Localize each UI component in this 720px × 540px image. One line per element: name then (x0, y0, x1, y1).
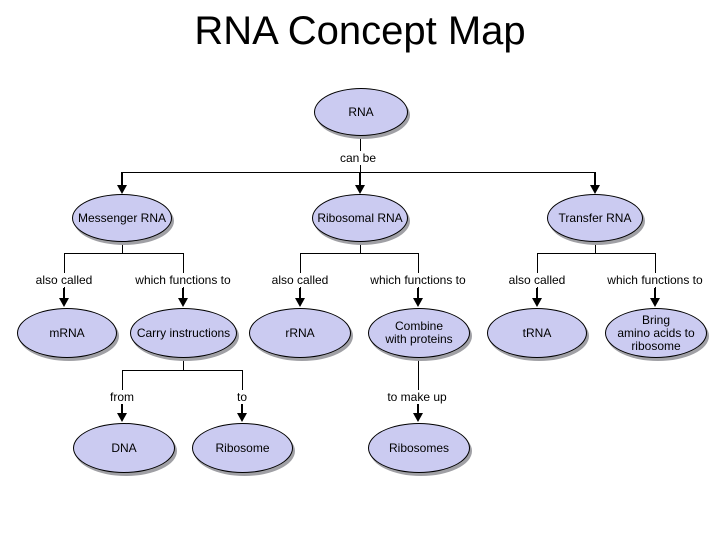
arrowhead (413, 298, 423, 307)
connector-line (122, 242, 123, 254)
node-mrna: mRNA (17, 308, 117, 358)
connector-line (64, 253, 184, 254)
arrowhead (59, 298, 69, 307)
node-ribosome: Ribosome (192, 423, 293, 473)
arrowhead (178, 298, 188, 307)
connector-line (537, 253, 656, 254)
connector-line (594, 172, 596, 186)
arrowhead (413, 413, 423, 422)
connector-line (183, 358, 184, 370)
node-dna: DNA (73, 423, 175, 473)
edge-label-also-called: also called (505, 273, 569, 287)
connector-line (595, 242, 596, 254)
edge-label-from: from (107, 390, 137, 404)
node-ribosomal-rna: Ribosomal RNA (312, 194, 408, 242)
edge-label-also-called: also called (268, 273, 332, 287)
connector-line (417, 288, 419, 300)
arrowhead (355, 185, 365, 194)
node-combine-with-proteins: Combine with proteins (368, 308, 470, 358)
edge-label-which-functions-to: which functions to (132, 273, 234, 287)
connector-line (183, 253, 184, 289)
node-bring-amino-acids: Bring amino acids to ribosome (605, 308, 707, 358)
arrowhead (295, 298, 305, 307)
arrowhead (237, 413, 247, 422)
connector-line (418, 358, 419, 391)
node-ribosomes: Ribosomes (368, 423, 470, 473)
connector-line (417, 404, 419, 414)
connector-line (121, 172, 123, 186)
connector-line (300, 253, 419, 254)
node-trna: tRNA (487, 308, 587, 358)
arrowhead (590, 185, 600, 194)
node-messenger-rna: Messenger RNA (72, 194, 172, 242)
node-carry-instructions: Carry instructions (130, 308, 237, 358)
connector-line (360, 242, 361, 254)
connector-line (418, 253, 419, 289)
connector-line (359, 172, 361, 186)
connector-line (299, 288, 301, 300)
node-rna: RNA (314, 88, 408, 136)
connector-line (654, 288, 656, 300)
edge-label-which-functions-to: which functions to (604, 273, 706, 287)
edge-label-which-functions-to: which functions to (367, 273, 469, 287)
edge-label-to-make-up: to make up (384, 390, 450, 404)
connector-line (537, 253, 538, 289)
page-title: RNA Concept Map (194, 9, 526, 53)
connector-line (64, 253, 65, 289)
node-transfer-rna: Transfer RNA (547, 194, 643, 242)
arrowhead (532, 298, 542, 307)
edge-label-to: to (233, 390, 251, 404)
edge-label-also-called: also called (32, 273, 96, 287)
arrowhead (650, 298, 660, 307)
connector-line (122, 370, 123, 391)
connector-line (242, 370, 243, 391)
connector-line (121, 404, 123, 414)
connector-line (536, 288, 538, 300)
connector-line (300, 253, 301, 289)
arrowhead (117, 185, 127, 194)
connector-line (182, 288, 184, 300)
edge-label-can-be: can be (336, 151, 380, 165)
connector-line (63, 288, 65, 300)
connector-line (122, 370, 243, 371)
arrowhead (117, 413, 127, 422)
connector-line (655, 253, 656, 289)
connector-line (241, 404, 243, 414)
node-rrna: rRNA (249, 308, 351, 358)
